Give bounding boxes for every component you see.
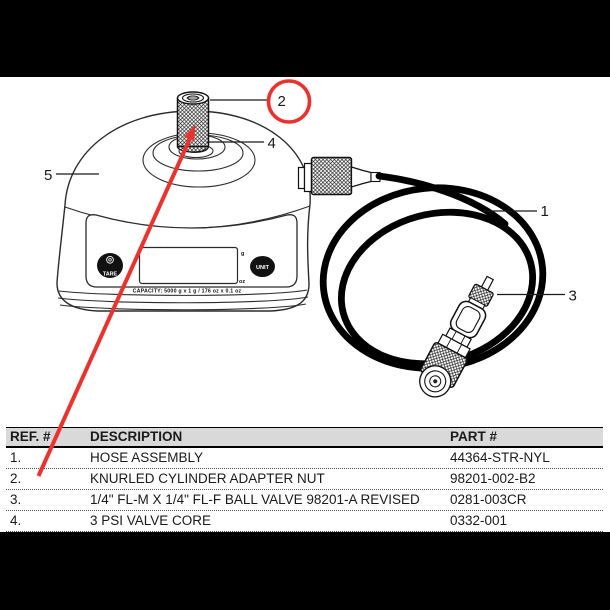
row-part: 0332-001: [450, 513, 508, 528]
callout-1: 1: [483, 203, 549, 220]
callout-4: 4: [207, 135, 276, 152]
row-part: 0281-003CR: [450, 492, 527, 507]
row-description: 3 PSI VALVE CORE: [90, 513, 212, 528]
header-ref: REF. #: [10, 429, 51, 444]
callout-3-label: 3: [569, 288, 577, 305]
header-part: PART #: [450, 429, 498, 444]
ball-valve: [419, 275, 495, 398]
tare-button: TARE: [97, 253, 123, 278]
row-description: HOSE ASSEMBLY: [90, 450, 204, 465]
scale-display: [138, 246, 239, 285]
callout-4-label: 4: [268, 135, 276, 152]
hose-fitting: [297, 156, 381, 196]
knurled-adapter-nut: [176, 91, 210, 153]
table-row: 2. KNURLED CYLINDER ADAPTER NUT 98201-00…: [6, 469, 603, 490]
callout-1-label: 1: [541, 203, 549, 220]
parts-table: REF. # DESCRIPTION PART # 1. HOSE ASSEMB…: [6, 427, 603, 532]
table-row: 3. 1/4" FL-M X 1/4" FL-F BALL VALVE 9820…: [6, 490, 603, 511]
flare-opening: [419, 365, 452, 398]
table-row: 1. HOSE ASSEMBLY 44364-STR-NYL: [6, 448, 603, 469]
row-ref: 3.: [10, 492, 22, 507]
callout-3: 3: [497, 288, 577, 305]
row-part: 44364-STR-NYL: [450, 450, 550, 465]
bottom-letterbox-bar: [0, 532, 610, 610]
row-part: 98201-002-B2: [450, 471, 536, 486]
display-unit-oz: oz: [239, 279, 245, 285]
header-description: DESCRIPTION: [90, 429, 183, 444]
tare-label: TARE: [103, 272, 118, 278]
row-description: KNURLED CYLINDER ADAPTER NUT: [90, 471, 325, 486]
unit-label: UNIT: [256, 265, 270, 271]
row-ref: 1.: [10, 450, 22, 465]
callout-5-label: 5: [44, 167, 52, 184]
table-header-row: REF. # DESCRIPTION PART #: [6, 427, 603, 448]
callout-2-label: 2: [278, 93, 286, 110]
display-unit-g: g: [241, 251, 244, 257]
top-letterbox-bar: [0, 0, 610, 77]
row-ref: 4.: [10, 513, 22, 528]
table-row: 4. 3 PSI VALVE CORE 0332-001: [6, 511, 603, 532]
unit-button: UNIT: [250, 256, 275, 277]
row-ref: 2.: [10, 471, 22, 486]
row-description: 1/4" FL-M X 1/4" FL-F BALL VALVE 98201-A…: [90, 492, 420, 507]
callout-2: 2: [210, 93, 286, 110]
capacity-text: CAPACITY: 5000 g x 1 g / 176 oz x 0.1 oz: [133, 289, 242, 295]
